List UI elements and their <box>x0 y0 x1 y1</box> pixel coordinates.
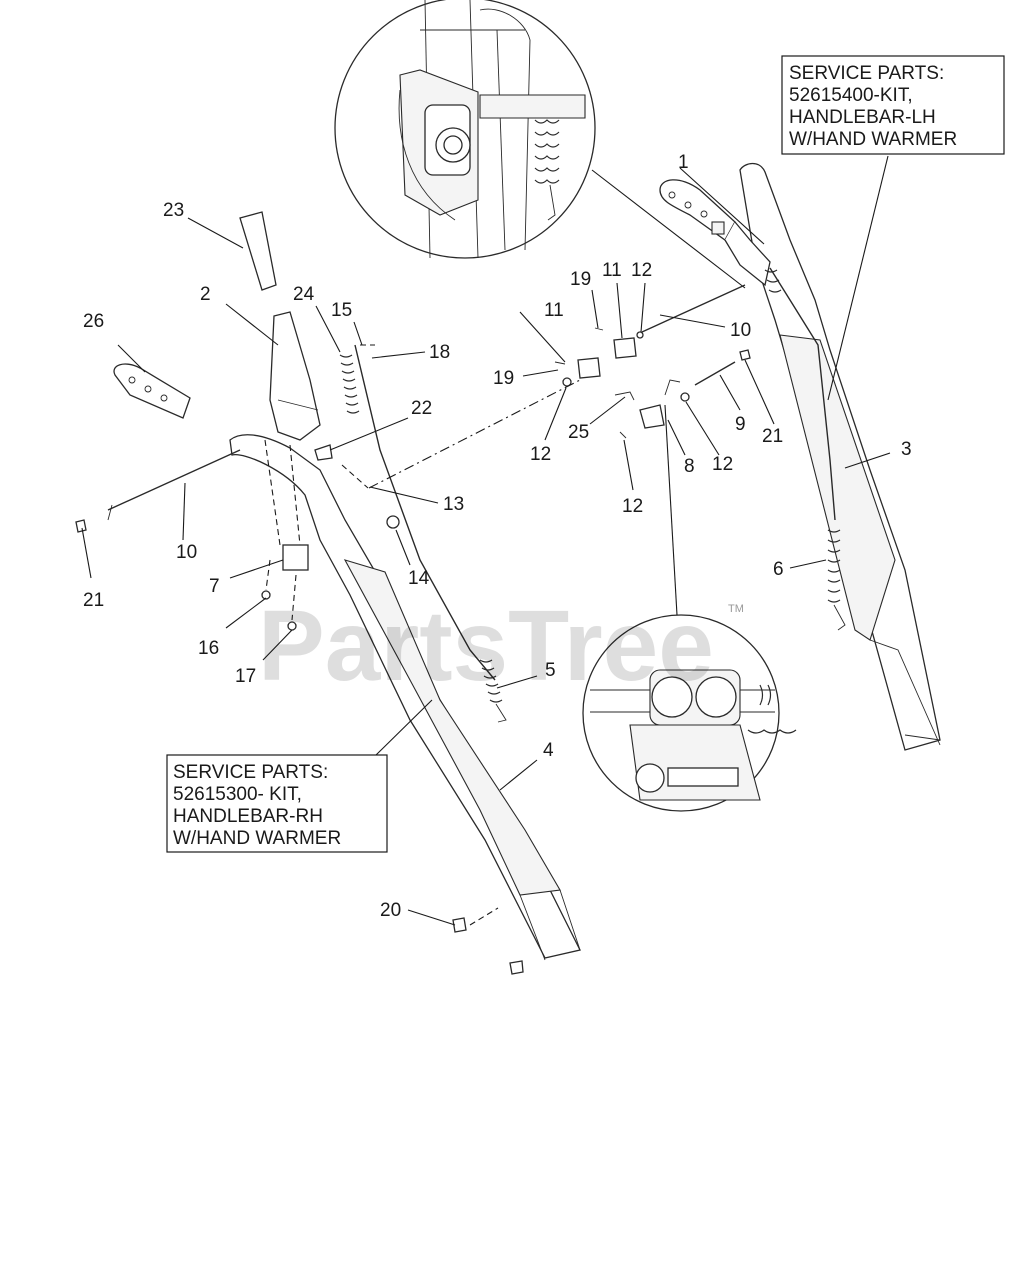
watermark-logo: PartsTree <box>258 590 714 702</box>
callout-24: 24 <box>293 284 315 305</box>
callout-25: 25 <box>568 422 589 443</box>
callout-2: 2 <box>200 284 211 305</box>
callout-16: 16 <box>198 638 219 659</box>
right-handlebar-part-4 <box>229 344 581 961</box>
rod-part-10-left <box>107 449 241 511</box>
service-box-lh-line4: W/HAND WARMER <box>789 129 957 150</box>
callout-21-left: 21 <box>83 590 104 611</box>
service-box-lh-line3: HANDLEBAR-LH <box>789 107 936 128</box>
leader-detail-bottom <box>664 404 678 616</box>
callout-12-a: 12 <box>631 260 652 281</box>
service-box-rh-line2: 52615300- KIT, <box>173 784 302 805</box>
callout-14: 14 <box>408 568 430 589</box>
service-box-lh: SERVICE PARTS: 52615400-KIT, HANDLEBAR-L… <box>781 55 1005 155</box>
center-hardware-cluster <box>554 327 736 439</box>
watermark-tm: TM <box>728 603 744 615</box>
spring-part-24 <box>339 354 360 414</box>
callout-21-right: 21 <box>762 426 783 447</box>
service-box-lh-line1: SERVICE PARTS: <box>789 63 944 84</box>
callout-20: 20 <box>380 900 401 921</box>
callout-19-a: 19 <box>570 269 591 290</box>
service-box-rh-line1: SERVICE PARTS: <box>173 762 328 783</box>
screw-part-21-left <box>75 519 87 533</box>
part-22 <box>314 444 333 461</box>
service-box-lh-line2: 52615400-KIT, <box>789 85 913 106</box>
pin-part-14 <box>386 515 400 529</box>
callout-3: 3 <box>901 439 912 460</box>
detail-view-bottom <box>582 614 797 812</box>
left-handlebar-part-3 <box>659 162 941 751</box>
callout-11-b: 11 <box>602 260 622 281</box>
washer-part-16 <box>261 590 271 600</box>
callout-7: 7 <box>209 576 220 597</box>
callout-10-right: 10 <box>730 320 751 341</box>
service-box-rh-line3: HANDLEBAR-RH <box>173 806 323 827</box>
callout-13: 13 <box>443 494 464 515</box>
callout-5: 5 <box>545 660 556 681</box>
callout-11-a: 11 <box>544 300 564 321</box>
callout-4: 4 <box>543 740 554 761</box>
leader-detail-top <box>591 169 746 289</box>
screw-part-20 <box>452 917 467 933</box>
detail-view-top <box>334 0 596 259</box>
callout-12-d: 12 <box>712 454 733 475</box>
callout-23: 23 <box>163 200 184 221</box>
cover-part-23 <box>239 211 277 291</box>
service-box-rh-line4: W/HAND WARMER <box>173 828 341 849</box>
callout-12-b: 12 <box>530 444 551 465</box>
callout-18: 18 <box>429 342 450 363</box>
callout-22: 22 <box>411 398 432 419</box>
callout-9: 9 <box>735 414 746 435</box>
grip-part-26 <box>113 363 191 419</box>
screw-part-21-right <box>739 349 751 361</box>
service-box-rh: SERVICE PARTS: 52615300- KIT, HANDLEBAR-… <box>166 754 388 853</box>
callout-6: 6 <box>773 559 784 580</box>
callout-12-c: 12 <box>622 496 643 517</box>
callout-15: 15 <box>331 300 352 321</box>
callout-26: 26 <box>83 311 104 332</box>
bracket-part-2 <box>269 311 321 441</box>
callout-10-left: 10 <box>176 542 197 563</box>
part-7 <box>282 544 309 571</box>
callout-19-b: 19 <box>493 368 514 389</box>
callout-8: 8 <box>684 456 695 477</box>
rod-part-10-right <box>641 284 746 333</box>
callout-1: 1 <box>678 152 689 173</box>
screw-part-20-second <box>509 960 524 975</box>
callout-17: 17 <box>235 666 256 687</box>
